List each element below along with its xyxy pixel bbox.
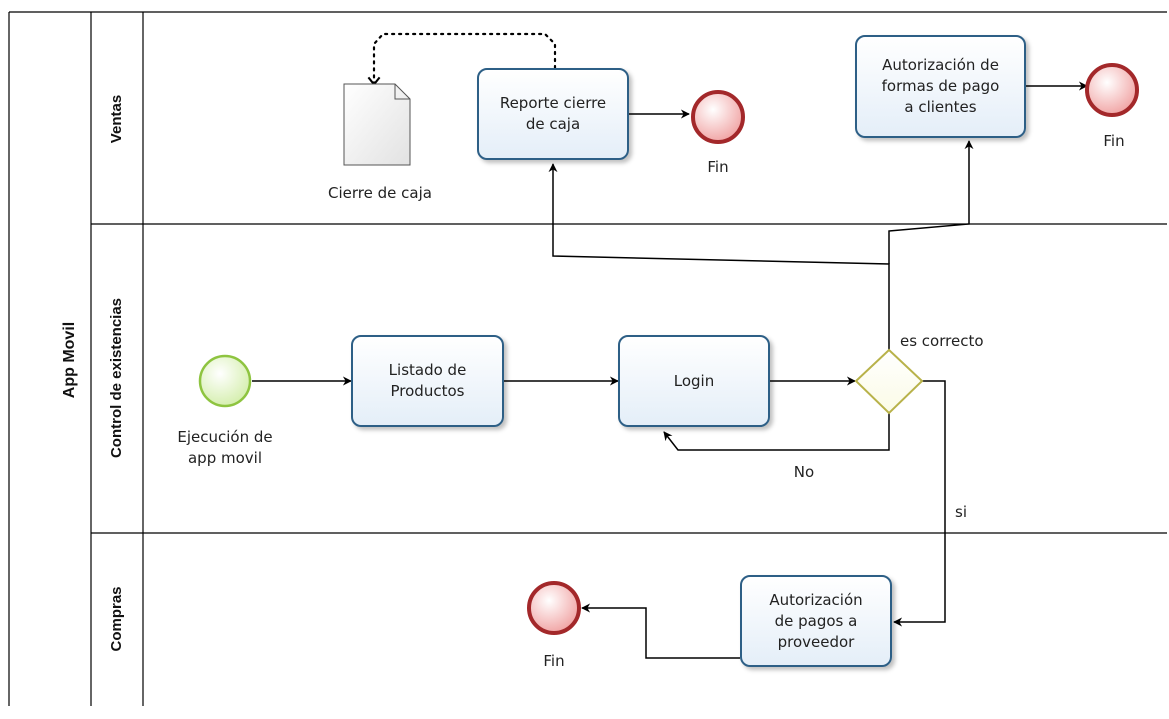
flow-proveedor-to-fin (581, 603, 740, 659)
flow-gateway-si-to-proveedor (893, 380, 946, 627)
start-event-ejecucion[interactable] (198, 354, 252, 408)
flow-gateway-no-to-login (663, 413, 890, 451)
end-event-compras[interactable] (527, 581, 581, 635)
flow-gateway-correcto-to-reporte (548, 163, 890, 350)
flow-gateway-correcto-to-clientes (888, 140, 974, 264)
association-reporte-to-cierre (367, 32, 557, 87)
gateway-es-correcto[interactable] (854, 348, 924, 415)
pool-frame (8, 11, 1167, 706)
data-object-cierre-de-caja[interactable] (343, 83, 411, 166)
end-event-ventas-clientes[interactable] (1085, 63, 1139, 117)
end-event-ventas-reporte[interactable] (691, 90, 745, 144)
sequence-flows (252, 81, 1088, 659)
